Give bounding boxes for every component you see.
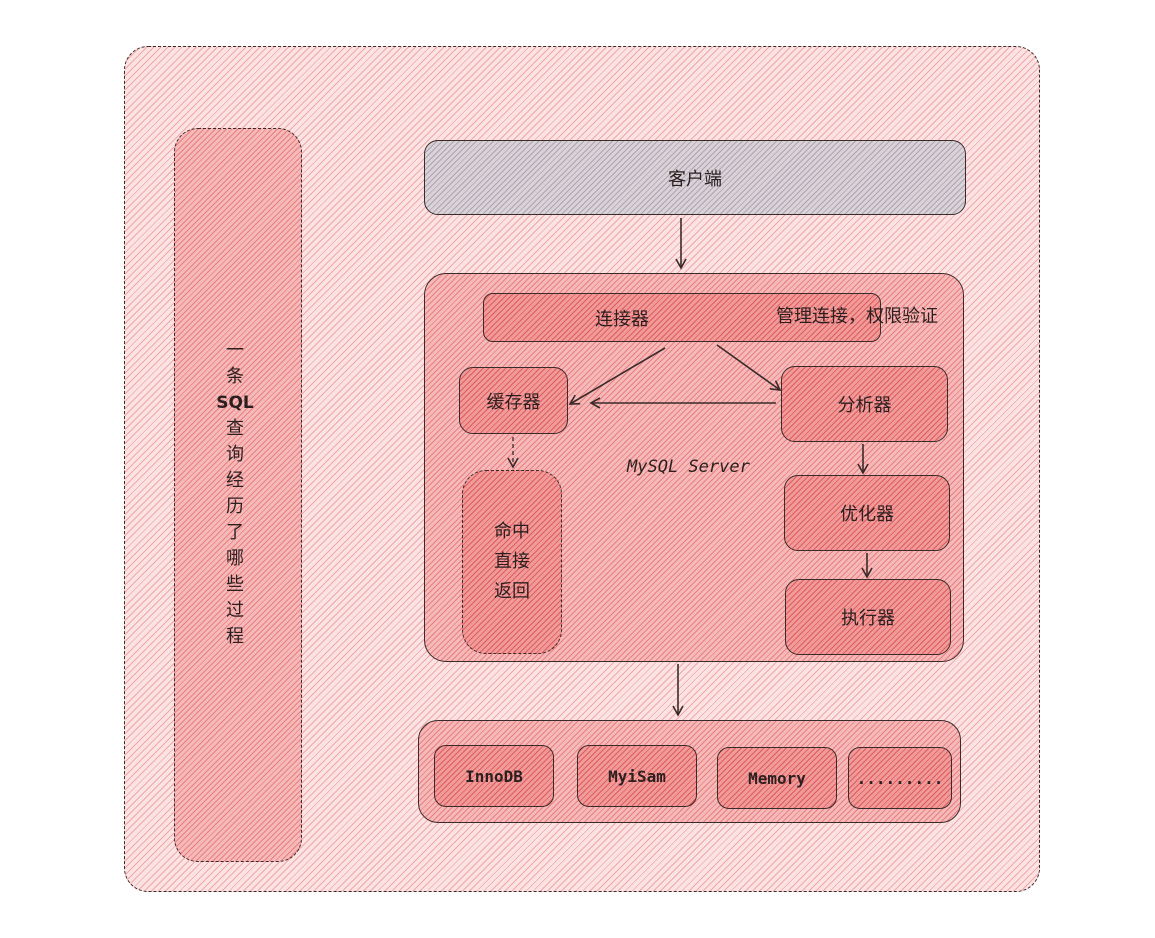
executor-box: 执行器 — [785, 579, 951, 655]
title-char: 询 — [226, 444, 244, 465]
connector-box: 连接器 — [483, 293, 881, 342]
title-char: 经 — [226, 470, 244, 491]
cache-label: 缓存器 — [486, 391, 541, 413]
title-char: 历 — [226, 496, 244, 517]
client-box: 客户端 — [424, 140, 966, 215]
engine-label: InnoDB — [465, 766, 523, 786]
title-char: 一 — [226, 340, 244, 361]
connector-label: 连接器 — [595, 308, 649, 330]
title-char: 些 — [226, 574, 244, 595]
connector-note: 管理连接，权限验证 — [776, 306, 938, 327]
analyzer-box: 分析器 — [781, 366, 948, 442]
engine-more: ......... — [848, 747, 952, 809]
engine-label: Memory — [748, 768, 806, 788]
client-label: 客户端 — [668, 168, 722, 190]
server-label: MySQL Server — [627, 457, 750, 477]
engine-label: MyiSam — [608, 766, 666, 786]
hit-line: 命中 — [494, 521, 530, 542]
engine-memory: Memory — [717, 747, 837, 809]
executor-label: 执行器 — [841, 608, 895, 629]
title-char: 哪 — [226, 548, 244, 569]
hit-line: 直接 — [494, 551, 530, 572]
engine-innodb: InnoDB — [434, 745, 554, 807]
title-char: SQL — [216, 393, 254, 413]
cache-hit-return-box: 命中 直接 返回 — [462, 470, 562, 654]
title-char: 条 — [226, 366, 244, 387]
optimizer-box: 优化器 — [784, 475, 950, 551]
analyzer-label: 分析器 — [837, 395, 892, 416]
title-char: 程 — [226, 626, 244, 647]
optimizer-label: 优化器 — [840, 504, 894, 525]
hit-line: 返回 — [494, 581, 530, 602]
title-char: 查 — [226, 418, 244, 439]
engine-label: ......... — [856, 768, 944, 788]
cache-box: 缓存器 — [459, 367, 568, 434]
engine-myisam: MyiSam — [577, 745, 697, 807]
vertical-title-panel — [174, 128, 302, 862]
title-char: 了 — [226, 522, 244, 543]
title-char: 过 — [226, 600, 244, 621]
vertical-title: 一 条 SQL 查 询 经 历 了 哪 些 过 程 — [216, 338, 254, 650]
